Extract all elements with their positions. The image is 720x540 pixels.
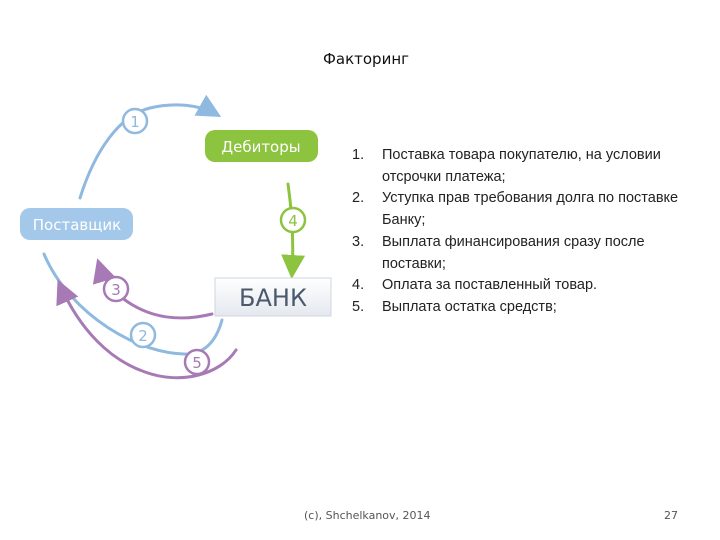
svg-text:1: 1 (130, 113, 140, 131)
list-item: 5. Выплата остатка средств; (352, 298, 557, 315)
step-badge-4: 4 (279, 206, 307, 234)
arrow-3 (92, 258, 214, 320)
arrow-1 (78, 94, 222, 200)
svg-text:5: 5 (192, 354, 202, 372)
node-supplier-label: Поставщик (33, 216, 121, 234)
node-bank: БАНК (214, 277, 332, 317)
list-item: 1. Поставка товара покупателю, на услови… (352, 147, 661, 185)
page-title: Факторинг (322, 50, 410, 68)
page-number: 27 (664, 509, 678, 522)
svg-text:3: 3 (111, 281, 121, 299)
step-badge-1: 1 (121, 107, 149, 135)
footer-copyright: (c), Shchelkanov, 2014 (304, 509, 431, 522)
step-badge-2: 2 (129, 321, 157, 349)
node-bank-label: БАНК (239, 284, 307, 312)
step-badge-3: 3 (102, 275, 130, 303)
node-debtors-label: Дебиторы (221, 138, 300, 156)
step-badge-5: 5 (183, 348, 211, 376)
list-item: 2. Уступка прав требования долга по пост… (352, 190, 679, 229)
arrow-5 (56, 279, 238, 380)
node-debtors: Дебиторы (205, 130, 318, 162)
list-item: 3. Выплата финансирования сразу после по… (352, 233, 645, 272)
svg-text:2: 2 (138, 327, 148, 345)
list-item: 4. Оплата за поставленный товар. (352, 277, 598, 294)
svg-text:4: 4 (288, 212, 298, 230)
steps-list: 1. Поставка товара покупателю, на услови… (352, 145, 712, 319)
node-supplier: Поставщик (20, 208, 133, 240)
